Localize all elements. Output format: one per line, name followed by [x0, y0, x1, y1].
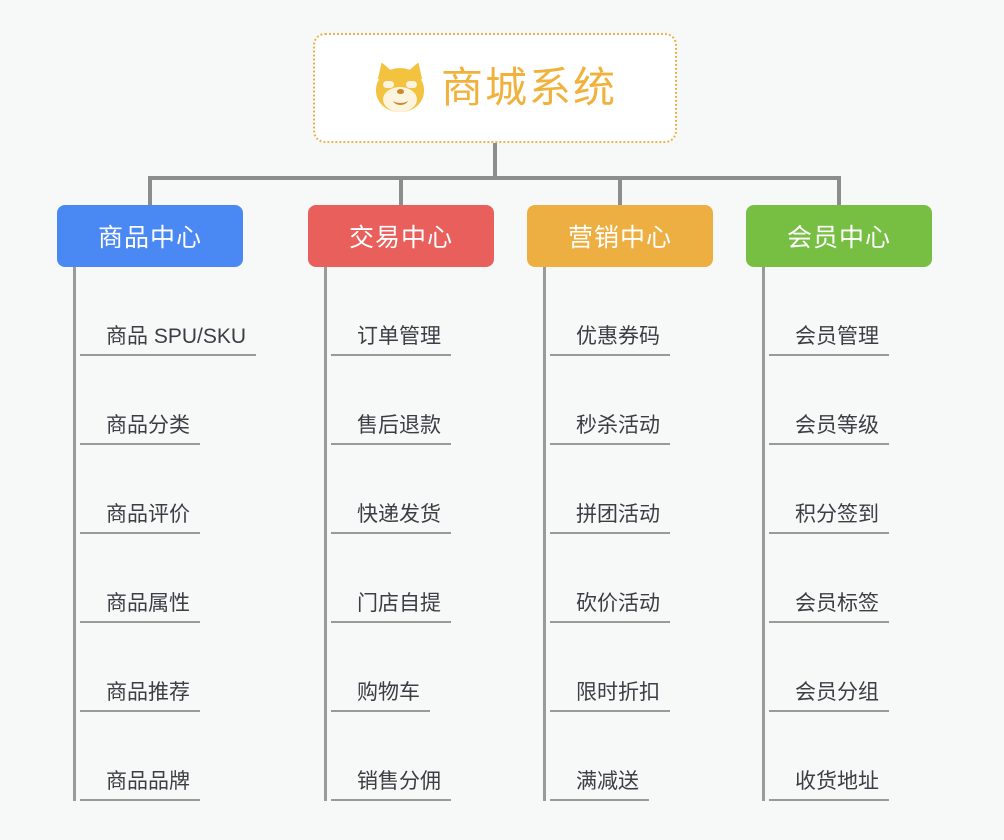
shiba-dog-face-icon [373, 59, 427, 115]
leaf-list: 会员管理会员等级积分签到会员标签会员分组收货地址 [762, 267, 932, 801]
leaf-item[interactable]: 限时折扣 [550, 623, 713, 712]
branch-header-2[interactable]: 交易中心 [308, 205, 494, 267]
branch-header-4[interactable]: 会员中心 [746, 205, 932, 267]
leaf-item-label: 商品 SPU/SKU [80, 325, 257, 356]
leaf-item-label: 会员分组 [769, 681, 889, 712]
leaf-item[interactable]: 商品分类 [80, 356, 243, 445]
connector-drop [399, 176, 403, 208]
branch-column: 交易中心订单管理售后退款快递发货门店自提购物车销售分佣 [308, 205, 494, 801]
leaf-item[interactable]: 满减送 [550, 712, 713, 801]
leaf-item-label: 收货地址 [769, 770, 889, 801]
branch-header-1[interactable]: 商品中心 [57, 205, 243, 267]
leaf-list: 商品 SPU/SKU 商品分类商品评价商品属性商品推荐商品品牌 [73, 267, 257, 801]
leaf-item-label: 门店自提 [331, 592, 451, 623]
leaf-item[interactable]: 秒杀活动 [550, 356, 713, 445]
leaf-item[interactable]: 优惠券码 [550, 267, 713, 356]
leaf-item-label: 商品属性 [80, 592, 200, 623]
leaf-item[interactable]: 门店自提 [331, 534, 494, 623]
leaf-item-label: 会员等级 [769, 414, 889, 445]
leaf-item[interactable]: 会员分组 [769, 623, 932, 712]
root-title: 商城系统 [440, 64, 617, 111]
connector-drop [837, 176, 841, 208]
leaf-item-label: 商品分类 [80, 414, 200, 445]
leaf-item[interactable]: 售后退款 [331, 356, 494, 445]
leaf-item[interactable]: 商品品牌 [80, 712, 243, 801]
leaf-item-label: 积分签到 [769, 503, 889, 534]
leaf-item-label: 商品评价 [80, 503, 200, 534]
leaf-item-label: 会员标签 [769, 592, 889, 623]
leaf-item[interactable]: 会员标签 [769, 534, 932, 623]
leaf-item[interactable]: 商品评价 [80, 445, 243, 534]
branch-column: 营销中心优惠券码秒杀活动拼团活动砍价活动限时折扣满减送 [527, 205, 713, 801]
leaf-item[interactable]: 会员等级 [769, 356, 932, 445]
connector-root-stem [493, 143, 497, 178]
leaf-item[interactable]: 购物车 [331, 623, 494, 712]
leaf-item[interactable]: 订单管理 [331, 267, 494, 356]
branch-header-3[interactable]: 营销中心 [527, 205, 713, 267]
leaf-item-label: 秒杀活动 [550, 414, 670, 445]
leaf-item-label: 订单管理 [331, 325, 451, 356]
branch-column: 商品中心商品 SPU/SKU 商品分类商品评价商品属性商品推荐商品品牌 [57, 205, 257, 801]
leaf-item[interactable]: 商品推荐 [80, 623, 243, 712]
leaf-list: 优惠券码秒杀活动拼团活动砍价活动限时折扣满减送 [543, 267, 713, 801]
leaf-item[interactable]: 销售分佣 [331, 712, 494, 801]
root-node[interactable]: 商城系统 [313, 33, 677, 143]
leaf-item-label: 砍价活动 [550, 592, 670, 623]
leaf-item-label: 商品品牌 [80, 770, 200, 801]
leaf-item-label: 商品推荐 [80, 681, 200, 712]
branch-column: 会员中心会员管理会员等级积分签到会员标签会员分组收货地址 [746, 205, 932, 801]
leaf-item-label: 优惠券码 [550, 325, 670, 356]
leaf-item[interactable]: 商品属性 [80, 534, 243, 623]
leaf-item-label: 拼团活动 [550, 503, 670, 534]
connector-drop [148, 176, 152, 208]
leaf-item[interactable]: 收货地址 [769, 712, 932, 801]
leaf-item[interactable]: 积分签到 [769, 445, 932, 534]
leaf-item-label: 销售分佣 [331, 770, 451, 801]
connector-drop [618, 176, 622, 208]
leaf-item[interactable]: 拼团活动 [550, 445, 713, 534]
leaf-list: 订单管理售后退款快递发货门店自提购物车销售分佣 [324, 267, 494, 801]
leaf-item-label: 购物车 [331, 681, 430, 712]
leaf-item-label: 满减送 [550, 770, 649, 801]
connector-horizontal-bus [148, 176, 840, 180]
leaf-item[interactable]: 砍价活动 [550, 534, 713, 623]
leaf-item[interactable]: 快递发货 [331, 445, 494, 534]
leaf-item-label: 售后退款 [331, 414, 451, 445]
leaf-item[interactable]: 商品 SPU/SKU [80, 267, 257, 356]
leaf-item[interactable]: 会员管理 [769, 267, 932, 356]
leaf-item-label: 会员管理 [769, 325, 889, 356]
leaf-item-label: 快递发货 [331, 503, 451, 534]
leaf-item-label: 限时折扣 [550, 681, 670, 712]
